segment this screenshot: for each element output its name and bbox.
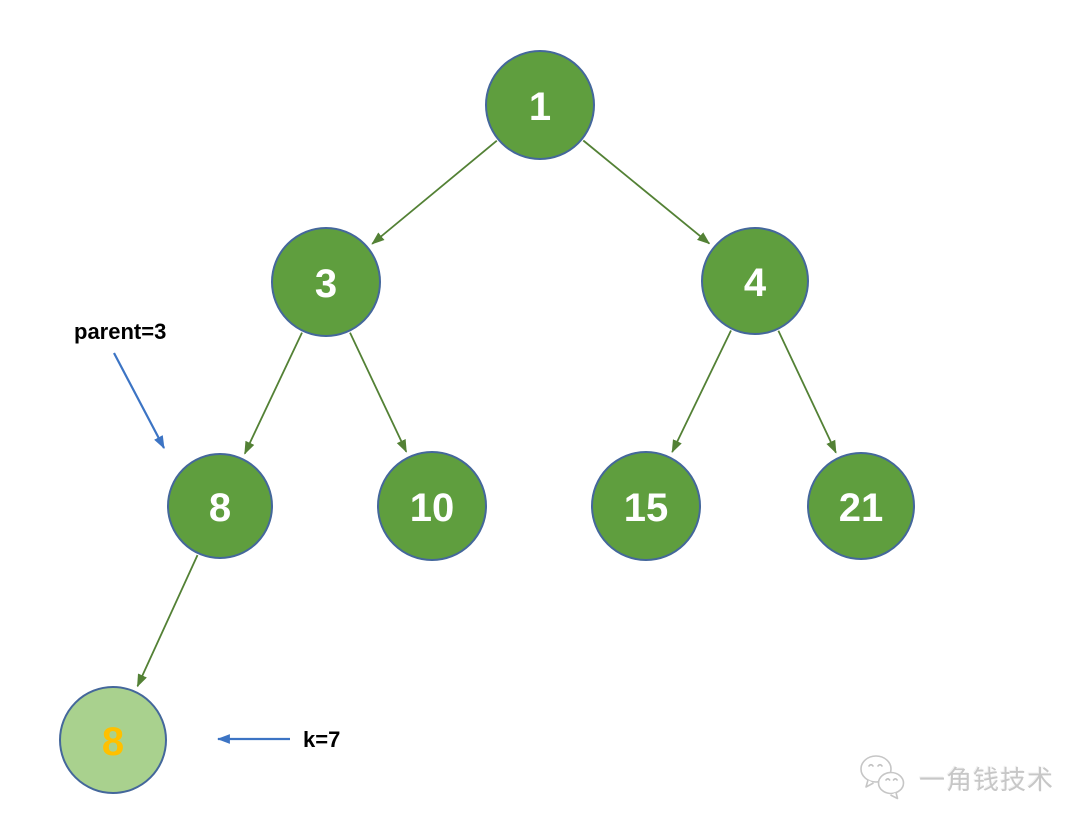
tree-edge-n4-n21 (777, 330, 837, 454)
tree-node-n10: 10 (377, 451, 487, 561)
node-circle (167, 453, 273, 559)
tree-node-n15: 15 (591, 451, 701, 561)
node-label: 21 (839, 486, 884, 530)
tree-node-n1: 1 (485, 50, 595, 160)
tree-edges (136, 139, 837, 688)
tree-edge-n1-n3 (371, 140, 498, 245)
node-circle (701, 227, 809, 335)
node-label: 3 (315, 262, 337, 306)
tree-node-n8b: 8 (59, 686, 167, 794)
parent-annotation-label: parent=3 (74, 319, 166, 344)
tree-node-n21: 21 (807, 452, 915, 560)
tree-node-n4: 4 (701, 227, 809, 335)
tree-edge-n1-n4 (582, 139, 711, 245)
node-label: 8 (102, 720, 124, 764)
wechat-chat-bubbles-icon (860, 755, 905, 800)
k-annotation-label: k=7 (303, 727, 340, 752)
tree-node-n3: 3 (271, 227, 381, 337)
node-label: 1 (529, 85, 551, 129)
tree-nodes: 1 3 4 8 10 15 21 8 (59, 50, 915, 794)
watermark: 一角钱技术 (858, 753, 1054, 803)
node-circle (807, 452, 915, 560)
tree-edge-n3-n8 (243, 332, 303, 455)
tree-edge-n3-n10 (349, 332, 408, 453)
annotations: parent=3 k=7 (74, 319, 340, 752)
node-circle (377, 451, 487, 561)
node-label: 8 (209, 486, 231, 530)
tree-edge-n8-n8b (136, 554, 199, 688)
node-label: 4 (744, 261, 767, 305)
node-circle (485, 50, 595, 160)
node-label: 15 (624, 486, 669, 530)
parent-annotation-arrow (113, 352, 165, 449)
node-circle (591, 451, 701, 561)
node-circle (59, 686, 167, 794)
node-label: 10 (410, 486, 455, 530)
node-circle (271, 227, 381, 337)
tree-node-n8: 8 (167, 453, 273, 559)
tree-edge-n4-n15 (671, 330, 732, 453)
watermark-text: 一角钱技术 (919, 764, 1055, 795)
